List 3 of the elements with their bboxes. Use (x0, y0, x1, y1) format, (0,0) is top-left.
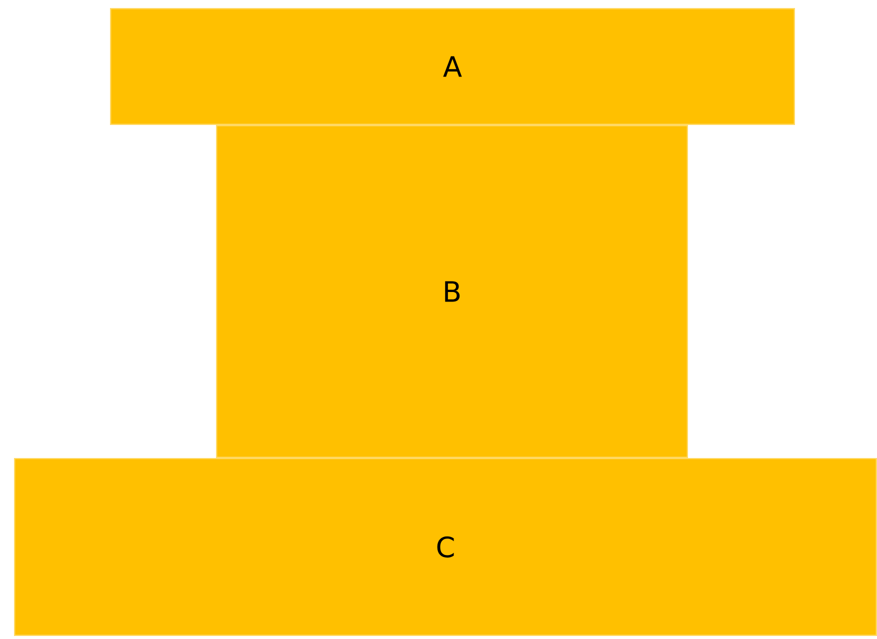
block: C (14, 458, 877, 636)
block: A (110, 8, 795, 125)
block: B (216, 125, 688, 458)
